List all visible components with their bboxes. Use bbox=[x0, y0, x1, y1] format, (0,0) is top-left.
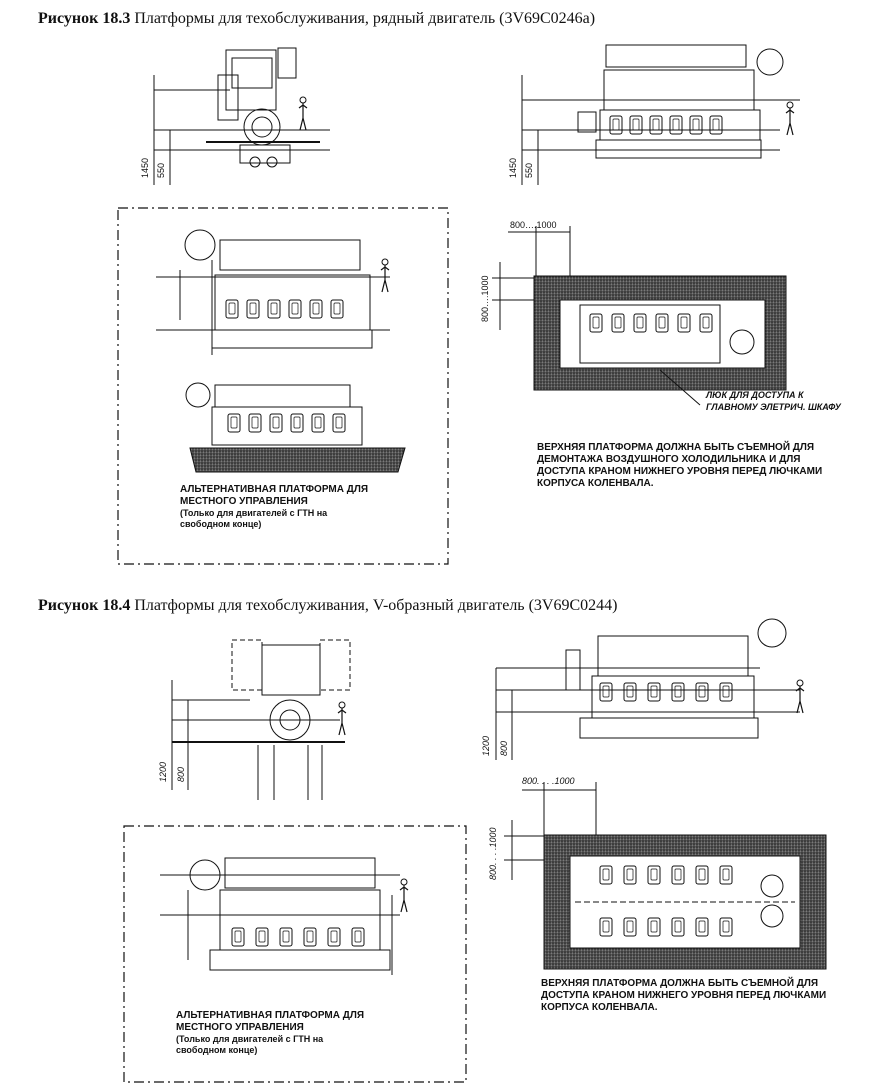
cylinder-row-v-platform bbox=[231, 927, 365, 947]
v-engine-side-view bbox=[495, 618, 800, 760]
cylinder-row-platform-2 bbox=[227, 413, 346, 433]
alt-platform-note-v: (Только для двигателей с ГТН на свободно… bbox=[176, 1034, 324, 1055]
dim-800-right: 800 bbox=[499, 740, 509, 756]
dim-1450-left: 1450 bbox=[140, 157, 150, 178]
inline-engine-plan-view bbox=[492, 226, 787, 406]
inline-engine-platform-view-1 bbox=[156, 229, 390, 355]
figure-18-4-caption: Рисунок 18.4 Платформы для техобслуживан… bbox=[38, 597, 617, 615]
upper-platform-note-v: ВЕРХНЯЯ ПЛАТФОРМА ДОЛЖНА БЫТЬ СЪЕМНОЙ ДЛ… bbox=[541, 978, 827, 1013]
dim-800-left: 800 bbox=[176, 766, 186, 782]
figure-number: Рисунок 18.4 bbox=[38, 597, 131, 614]
figure-number: Рисунок 18.3 bbox=[38, 10, 131, 27]
dim-550-right: 550 bbox=[524, 162, 534, 178]
v-engine-plan-view bbox=[504, 782, 827, 970]
cylinder-row-v-side bbox=[599, 682, 733, 702]
figure-title: Платформы для техобслуживания, V-образны… bbox=[134, 597, 618, 614]
dim-1200-right: 1200 bbox=[481, 735, 491, 756]
alt-platform-title-v: АЛЬТЕРНАТИВНАЯ ПЛАТФОРМА ДЛЯ МЕСТНОГО УП… bbox=[176, 1010, 365, 1033]
dim-1200-left: 1200 bbox=[158, 761, 168, 782]
alt-platform-title: АЛЬТЕРНАТИВНАЯ ПЛАТФОРМА ДЛЯ МЕСТНОГО УП… bbox=[180, 484, 369, 507]
inline-engine-end-view bbox=[153, 47, 330, 185]
cylinder-row-top-right bbox=[609, 115, 723, 135]
alt-platform-note: (Только для двигателей с ГТН на свободно… bbox=[180, 508, 328, 529]
dim-gap-vertical-v: 800. . . .1000 bbox=[488, 827, 498, 880]
v-engine-end-view bbox=[171, 639, 351, 800]
dim-gap-horizontal-v: 800. . . .1000 bbox=[522, 776, 575, 786]
inline-engine-side-view bbox=[521, 44, 800, 185]
cylinder-row-platform-1 bbox=[225, 299, 344, 319]
upper-platform-note: ВЕРХНЯЯ ПЛАТФОРМА ДОЛЖНА БЫТЬ СЪЕМНОЙ ДЛ… bbox=[537, 442, 823, 489]
figure-18-3-caption: Рисунок 18.3 Платформы для техобслуживан… bbox=[38, 10, 595, 28]
dim-550-left: 550 bbox=[156, 162, 166, 178]
figure-title: Платформы для техобслуживания, рядный дв… bbox=[134, 10, 596, 27]
inline-engine-platform-view-2 bbox=[185, 382, 406, 473]
v-engine-platform-view bbox=[160, 857, 400, 975]
alt-platform-frame-v bbox=[123, 825, 467, 1083]
dim-1450-right: 1450 bbox=[508, 157, 518, 178]
alt-platform-frame bbox=[117, 207, 449, 565]
dim-gap-vertical: 800….1000 bbox=[480, 275, 490, 322]
dim-gap-horizontal: 800….1000 bbox=[510, 220, 557, 230]
hatch-label: ЛЮК ДЛЯ ДОСТУПА К ГЛАВНОМУ ЭЛЕТРИЧ. ШКАФ… bbox=[706, 390, 841, 412]
